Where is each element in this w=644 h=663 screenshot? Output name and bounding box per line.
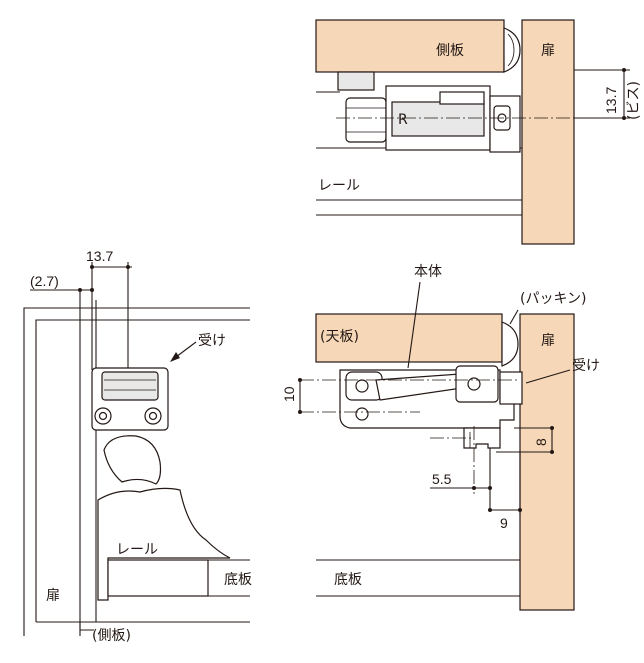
right-dim-9: 9 <box>500 515 508 531</box>
left-side-panel-label: (側板) <box>92 628 131 644</box>
right-dim-10-dot-b <box>298 410 302 414</box>
left-rail-label: レール <box>116 542 158 558</box>
right-lever-pivot <box>355 379 369 393</box>
right-latch-hole <box>467 377 481 391</box>
right-dim-5-5-dot-a <box>472 486 476 490</box>
top-dim-dot-2 <box>622 116 626 120</box>
top-side-panel <box>315 19 505 73</box>
right-lever-pivot-2 <box>355 407 369 421</box>
right-dim-8-dot-b <box>550 450 554 454</box>
top-dim-13-7: 13.7 <box>603 87 619 114</box>
right-receiver-label: 受け <box>572 358 600 374</box>
right-view: (天板) (パッキン) 扉 本体 受け 10 <box>281 264 600 611</box>
right-dim-5-5-dot-b <box>488 486 492 490</box>
left-screw-1-inner <box>98 411 108 421</box>
right-bottom-board-label: 底板 <box>334 572 362 588</box>
left-hand-shape <box>97 487 231 601</box>
top-screw-label: (ビス) <box>626 81 642 120</box>
right-top-board <box>315 313 503 363</box>
top-packing <box>503 27 521 73</box>
left-dim-dot-d <box>90 288 94 292</box>
right-body-label: 本体 <box>414 264 442 280</box>
top-rail-label: レール <box>318 178 360 194</box>
right-dim-9-dot-a <box>488 508 492 512</box>
left-dim-13-7: 13.7 <box>86 248 113 264</box>
right-packing-label: (パッキン) <box>520 291 587 307</box>
top-mechanism-core <box>391 101 485 137</box>
top-view: 側板 扉 レール R 13.7 (ビス) <box>315 19 642 245</box>
left-frame-outer <box>23 307 250 636</box>
top-hinge-left <box>345 97 387 143</box>
right-door <box>519 313 575 611</box>
right-dim-5-5: 5.5 <box>432 471 452 487</box>
left-rail-block <box>107 559 209 597</box>
top-dim-dot-1 <box>622 68 626 72</box>
top-r-mark: R <box>398 112 408 128</box>
left-side-leader <box>79 622 94 631</box>
left-bottom-board-label: 底板 <box>224 572 252 588</box>
left-receiver-arrow <box>170 352 180 362</box>
left-door-label: 扉 <box>46 588 60 604</box>
right-packing-leader <box>509 309 519 325</box>
left-view: 13.7 (2.7) 受け レール 底板 扉 (側板) <box>23 248 252 644</box>
right-dim-8: 8 <box>533 438 549 446</box>
left-finger-shape <box>103 435 162 485</box>
top-door <box>521 19 575 245</box>
top-door-label: 扉 <box>541 43 555 59</box>
left-dim-dot-c <box>78 288 82 292</box>
top-mechanism-cap <box>439 91 485 105</box>
right-dim-9-dot-b <box>518 508 522 512</box>
right-dim-10: 10 <box>281 386 297 402</box>
right-body-leader <box>407 281 421 369</box>
right-dim-10-dot-a <box>298 378 302 382</box>
top-packing-inner <box>507 33 515 67</box>
right-receiver-leader <box>525 369 571 384</box>
right-dim-8-dot-a <box>550 426 554 430</box>
left-receiver-slot <box>101 371 159 401</box>
top-bracket <box>337 71 375 91</box>
right-top-board-label: (天板) <box>320 329 359 345</box>
left-receiver-label: 受け <box>198 333 226 349</box>
left-frame-inner <box>35 319 250 622</box>
left-screw-2-inner <box>148 411 158 421</box>
right-bracket <box>463 427 501 449</box>
right-packing <box>501 321 519 367</box>
right-door-label: 扉 <box>541 333 555 349</box>
right-receiver <box>499 371 523 405</box>
left-dim-2-7: (2.7) <box>30 273 59 289</box>
top-side-panel-label: 側板 <box>436 43 464 59</box>
